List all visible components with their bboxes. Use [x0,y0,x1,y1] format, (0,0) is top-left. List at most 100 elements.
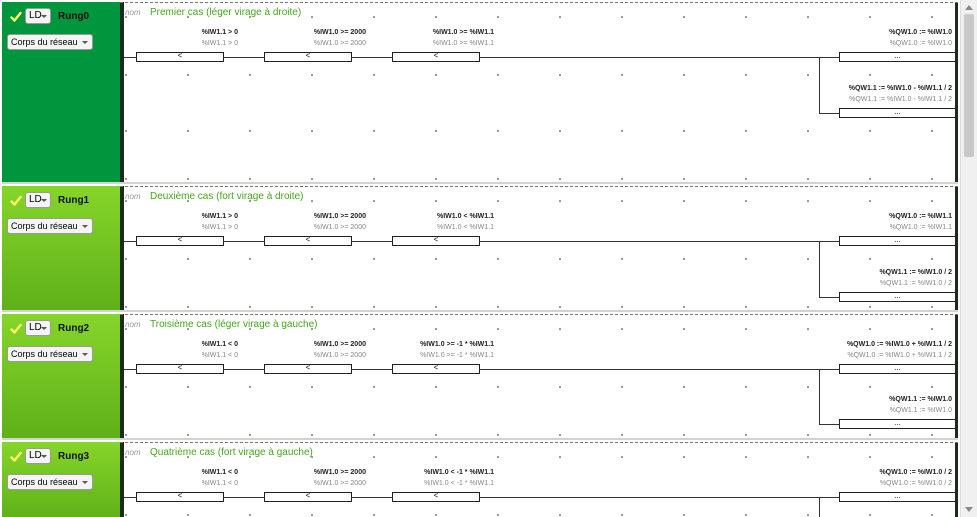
network-body-dropdown[interactable]: Corps du réseau [7,34,93,50]
grid-dot [745,456,747,458]
language-dropdown[interactable]: LD [25,8,51,24]
contact-condition: %IW1.0 >= 2000 [313,29,366,36]
language-dropdown[interactable]: LD [25,192,51,208]
language-dropdown[interactable]: LD [25,448,51,464]
check-icon[interactable] [10,323,22,335]
check-icon[interactable] [10,451,22,463]
grid-dot [869,200,871,202]
branch-line [819,369,820,424]
grid-dot [125,514,127,516]
grid-dot [497,514,499,516]
grid-dot [559,16,561,18]
right-power-rail [955,2,958,182]
contact-block[interactable]: < [136,492,224,502]
power-line [124,369,952,370]
right-power-rail [955,442,958,517]
grid-dot [249,328,251,330]
contact-block[interactable]: < [136,364,224,374]
grid-dot [683,258,685,260]
grid-dot [621,200,623,202]
grid-dot [745,16,747,18]
contact-block[interactable]: < [392,236,480,246]
coil-assignment-echo: %QW1.0 := %IW1.1 [889,224,952,231]
grid-dot [249,434,251,436]
contact-condition-echo: %IW1.0 >= %IW1.1 [432,40,494,47]
rung-comment[interactable]: Deuxième cas (fort virage à droite) [150,191,304,202]
grid-dot [869,74,871,76]
grid-dot [435,434,437,436]
language-dropdown[interactable]: LD [25,320,51,336]
contact-block[interactable]: < [136,52,224,62]
grid-dot [187,456,189,458]
grid-dot [187,200,189,202]
grid-dot [559,456,561,458]
grid-dot [621,178,623,180]
contact-block[interactable]: < [392,364,480,374]
grid-dot [497,434,499,436]
power-line [124,57,952,58]
contact-block[interactable]: < [392,492,480,502]
rung-comment[interactable]: Quatrième cas (fort virage à gauche) [150,447,313,458]
grid-dot [311,514,313,516]
rung-comment[interactable]: Troisième cas (léger virage à gauche) [150,319,318,330]
scroll-down-icon[interactable] [965,507,973,512]
network-body-dropdown[interactable]: Corps du réseau [7,346,93,362]
coil-block[interactable]: ... [839,108,956,118]
contact-block[interactable]: < [264,364,352,374]
contact-block[interactable]: < [392,52,480,62]
language-label: LD [29,10,42,21]
grid-dot [311,456,313,458]
contact-condition: %IW1.0 < %IW1.1 [437,213,494,220]
rung-separator [120,442,958,443]
network-body-label: Corps du réseau [11,349,78,359]
vertical-scrollbar[interactable] [960,0,977,517]
grid-dot [931,386,933,388]
contact-block[interactable]: < [264,492,352,502]
coil-block[interactable]: ... [839,364,956,374]
grid-dot [373,434,375,436]
grid-dot [807,16,809,18]
check-icon[interactable] [10,195,22,207]
coil-block[interactable]: ... [839,52,956,62]
chevron-down-icon [81,225,88,228]
grid-dot [311,130,313,132]
grid-dot [745,386,747,388]
grid-dot [497,74,499,76]
grid-dot [311,200,313,202]
language-label: LD [29,194,42,205]
grid-dot [869,328,871,330]
contact-block[interactable]: < [136,236,224,246]
coil-block[interactable]: ... [839,292,956,302]
grid-dot [807,130,809,132]
grid-dot [683,456,685,458]
rung-name: Rung1 [58,195,90,206]
scroll-thumb[interactable] [964,14,974,157]
network-body-label: Corps du réseau [11,221,78,231]
contact-condition: %IW1.1 > 0 [201,213,238,220]
grid-dot [931,178,933,180]
scroll-up-icon[interactable] [965,5,973,10]
grid-dot [125,200,127,202]
contact-block[interactable]: < [264,236,352,246]
grid-dot [125,178,127,180]
grid-dot [683,74,685,76]
contact-block[interactable]: < [264,52,352,62]
coil-block[interactable]: ... [839,492,956,502]
rung-separator [120,186,958,187]
coil-block[interactable]: ... [839,236,956,246]
coil-block[interactable]: ... [839,419,956,429]
network-body-dropdown[interactable]: Corps du réseau [7,218,93,234]
network-body-dropdown[interactable]: Corps du réseau [7,474,93,490]
coil-assignment-echo: %QW1.0 := %IW1.0 / 2 [879,480,952,487]
grid-dot [559,74,561,76]
grid-dot [249,200,251,202]
contact-condition-echo: %IW1.0 >= 2000 [313,40,366,47]
grid-dot [559,386,561,388]
grid-dot [683,130,685,132]
grid-dot [435,328,437,330]
grid-dot [869,306,871,308]
check-icon[interactable] [10,11,22,23]
rung-comment[interactable]: Premier cas (léger virage à droite) [150,7,302,18]
